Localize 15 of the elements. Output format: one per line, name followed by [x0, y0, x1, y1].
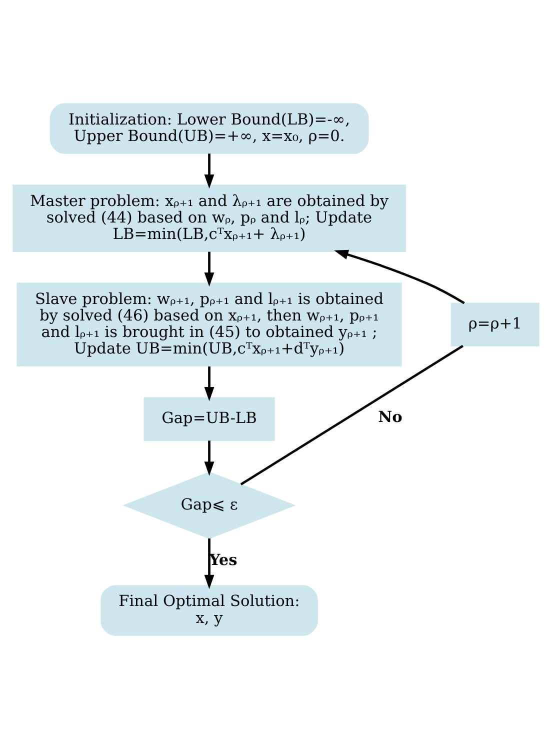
arrow [204, 252, 214, 287]
node-box: Initialization: Lower Bound(LB)=-∞, Upper Bound(UB)=+∞, x=x₀, ρ=0. [50, 103, 369, 154]
connector [240, 344, 464, 486]
arrow [204, 154, 214, 189]
arrow [334, 250, 465, 304]
arrow [204, 366, 214, 402]
arrow [204, 538, 214, 590]
node-box: Slave problem: wᵨ₊₁, pᵨ₊₁ and lᵨ₊₁ is obtained by solved (46) based on xᵨ₊₁, then wᵨ₊₁, pᵨ₊₁ and lᵨ₊₁ is brought in (45) to obtained yᵨ₊₁ ; Update UB=min(UB,cᵀxᵨ₊₁+dᵀyᵨ₊₁) [16, 282, 402, 367]
node-box: ρ=ρ+1 [450, 302, 540, 346]
node-box: Master problem: xᵨ₊₁ and λᵨ₊₁ are obtained by solved (44) based on wᵨ, pᵨ and lᵨ; Update LB=min(LB,cᵀxᵨ₊₁+ λᵨ₊₁) [12, 184, 406, 252]
node-box: Gap=UB-LB [144, 397, 275, 441]
edge-label: No [378, 408, 402, 426]
arrow [204, 440, 214, 476]
node-diamond: Gap⩽ ε [122, 472, 296, 540]
node-box: Final Optimal Solution: x, y [100, 585, 318, 636]
